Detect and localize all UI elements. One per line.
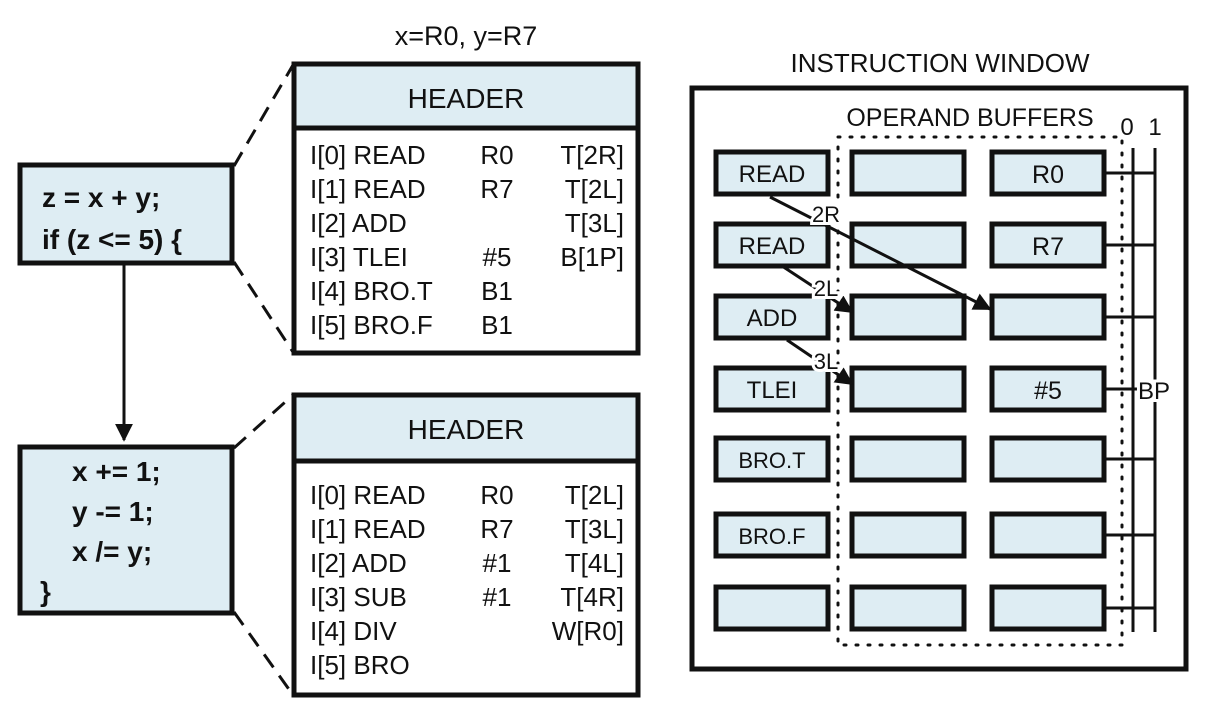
left-operand-buffer [849,365,967,413]
left-operand-buffer [849,584,967,632]
block-2-header [291,392,641,464]
instruction-target: T[2L] [565,480,624,510]
instruction-target: T[2L] [565,174,624,204]
edge-label: 2R [812,202,840,227]
instruction-arg: R0 [480,140,513,170]
window-instruction-label: TLEI [747,377,798,404]
right-operand-label: #5 [1034,377,1062,405]
left-operand-buffer [849,511,967,559]
right-operand-buffer [989,435,1107,483]
source-2-line: x += 1; [72,456,161,487]
instruction-block-1: HEADER I[0] READ R0 T[2R] I[1] READ R7 T[2L] I… [291,61,641,356]
window-instruction-slot [713,365,831,413]
right-operand-buffer [989,584,1107,632]
window-title: INSTRUCTION WINDOW [791,48,1090,78]
bp-label: BP [1138,378,1170,405]
instruction-op: I[4] BRO.T [310,276,433,306]
instruction-target: T[4R] [560,582,624,612]
window-instruction-slot [713,584,831,632]
instruction-block-2: HEADER I[0] READ R0 T[2L] I[1] READ R7 T[3L] I… [291,392,641,698]
instruction-op: I[2] ADD [310,208,407,238]
right-operand-label: R0 [1032,161,1064,189]
instruction-op: I[2] ADD [310,548,407,578]
source-block-1: z = x + y; if (z <= 5) { [17,162,235,266]
block-1-header [291,61,641,131]
right-operand-buffer [989,365,1107,413]
instruction-op: I[3] SUB [310,582,407,612]
source-2-line: } [40,576,51,607]
left-operand-buffer [849,221,967,269]
window-instruction-label: READ [739,233,806,260]
block-1-header-label: HEADER [408,83,525,114]
dataflow-edges [769,195,992,386]
instruction-target: T[2R] [560,140,624,170]
window-instruction-slot [713,293,831,341]
instruction-op: I[0] READ [310,140,426,170]
expansion-dashes [232,64,295,696]
instruction-op: I[0] READ [310,480,426,510]
register-mapping-label: x=R0, y=R7 [395,21,538,51]
window-instruction-slot [713,511,831,559]
instruction-op: I[5] BRO.F [310,310,433,340]
window-instruction-label: BRO.T [738,448,805,473]
right-operand-buffer [989,221,1107,269]
instruction-target: W[R0] [552,616,624,646]
instruction-arg: #1 [483,548,512,578]
instruction-arg: #1 [483,582,512,612]
window-instruction-label: READ [739,161,806,188]
instruction-op: I[5] BRO [310,650,410,680]
window-instruction-slot [713,149,831,197]
left-operand-buffer [849,435,967,483]
instruction-arg: #5 [483,242,512,272]
source-2-line: x /= y; [72,536,152,567]
edge-label: 2L [814,276,838,301]
instruction-arg: B1 [481,310,513,340]
right-operand-buffer [989,293,1107,341]
edge-read0-to-add-right [769,195,992,311]
bit-label: 1 [1148,114,1161,141]
edge-add-to-tlei-left [786,338,854,386]
instruction-target: T[3L] [565,208,624,238]
right-operand-buffer [989,511,1107,559]
instruction-arg: R0 [480,480,513,510]
source-1-line: if (z <= 5) { [42,224,182,255]
edge-read1-to-add-left [781,264,854,314]
source-2-line: y -= 1; [72,496,154,527]
instruction-op: I[4] DIV [310,616,397,646]
source-block-2: x += 1; y -= 1; x /= y; } [17,444,235,616]
right-operand-label: R7 [1032,233,1064,261]
instruction-arg: R7 [480,514,513,544]
instruction-op: I[1] READ [310,514,426,544]
block-2-header-label: HEADER [408,414,525,445]
instruction-arg: R7 [480,174,513,204]
window-instruction-slot [713,221,831,269]
instruction-target: T[4L] [565,548,624,578]
instruction-op: I[1] READ [310,174,426,204]
window-instruction-slot [713,435,831,483]
instruction-target: B[1P] [560,242,624,272]
operand-buffers-label: OPERAND BUFFERS [846,104,1093,132]
edge-label: 3L [814,349,838,374]
instruction-target: T[3L] [565,514,624,544]
window-instruction-label: BRO.F [738,524,805,549]
source-1-line: z = x + y; [42,182,160,213]
left-operand-buffer [849,293,967,341]
bit-label: 0 [1120,114,1133,141]
window-instruction-label: ADD [747,305,798,332]
instruction-op: I[3] TLEI [310,242,408,272]
instruction-arg: B1 [481,276,513,306]
left-operand-buffer [849,149,967,197]
